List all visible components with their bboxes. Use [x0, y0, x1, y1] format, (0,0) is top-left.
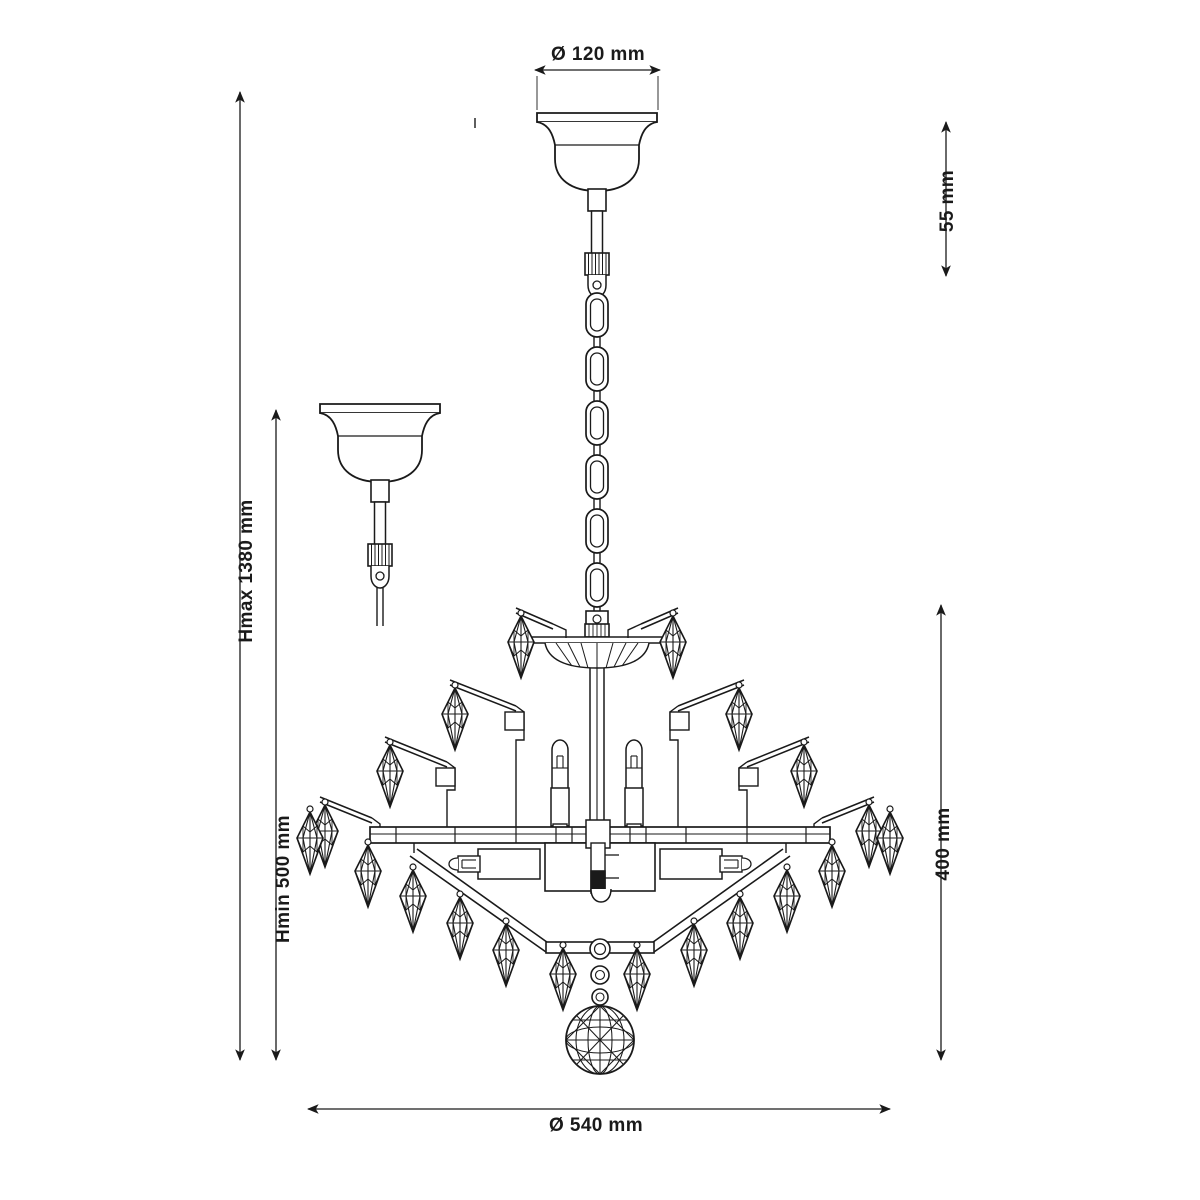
dimension-lines [235, 65, 951, 1114]
dimline-canopy-diameter [534, 65, 661, 110]
dimension-label-body-height: 400 mm [933, 807, 954, 881]
dimension-label-canopy-diameter: Ø 120 mm [551, 44, 646, 65]
dimension-label-height-max: Hmax 1380 mm [236, 499, 257, 643]
middle-crystal-tier [441, 679, 753, 835]
dimension-label-body-diameter: Ø 540 mm [549, 1115, 644, 1136]
tier3-crystals [376, 736, 818, 835]
upper-crystal-tier [507, 607, 687, 679]
alternate-ceiling-canopy [319, 403, 441, 626]
horizontal-lamps [448, 848, 752, 880]
chandelier-assembly [296, 112, 904, 1075]
dimension-label-canopy-height: 55 mm [937, 169, 958, 233]
ceiling-canopy [536, 112, 658, 298]
central-junction-box [544, 819, 656, 903]
dimension-label-height-min: Hmin 500 mm [273, 815, 294, 943]
upper-hub [526, 610, 668, 835]
suspension-chain [585, 292, 609, 608]
bottom-crystal-sphere [565, 938, 635, 1075]
